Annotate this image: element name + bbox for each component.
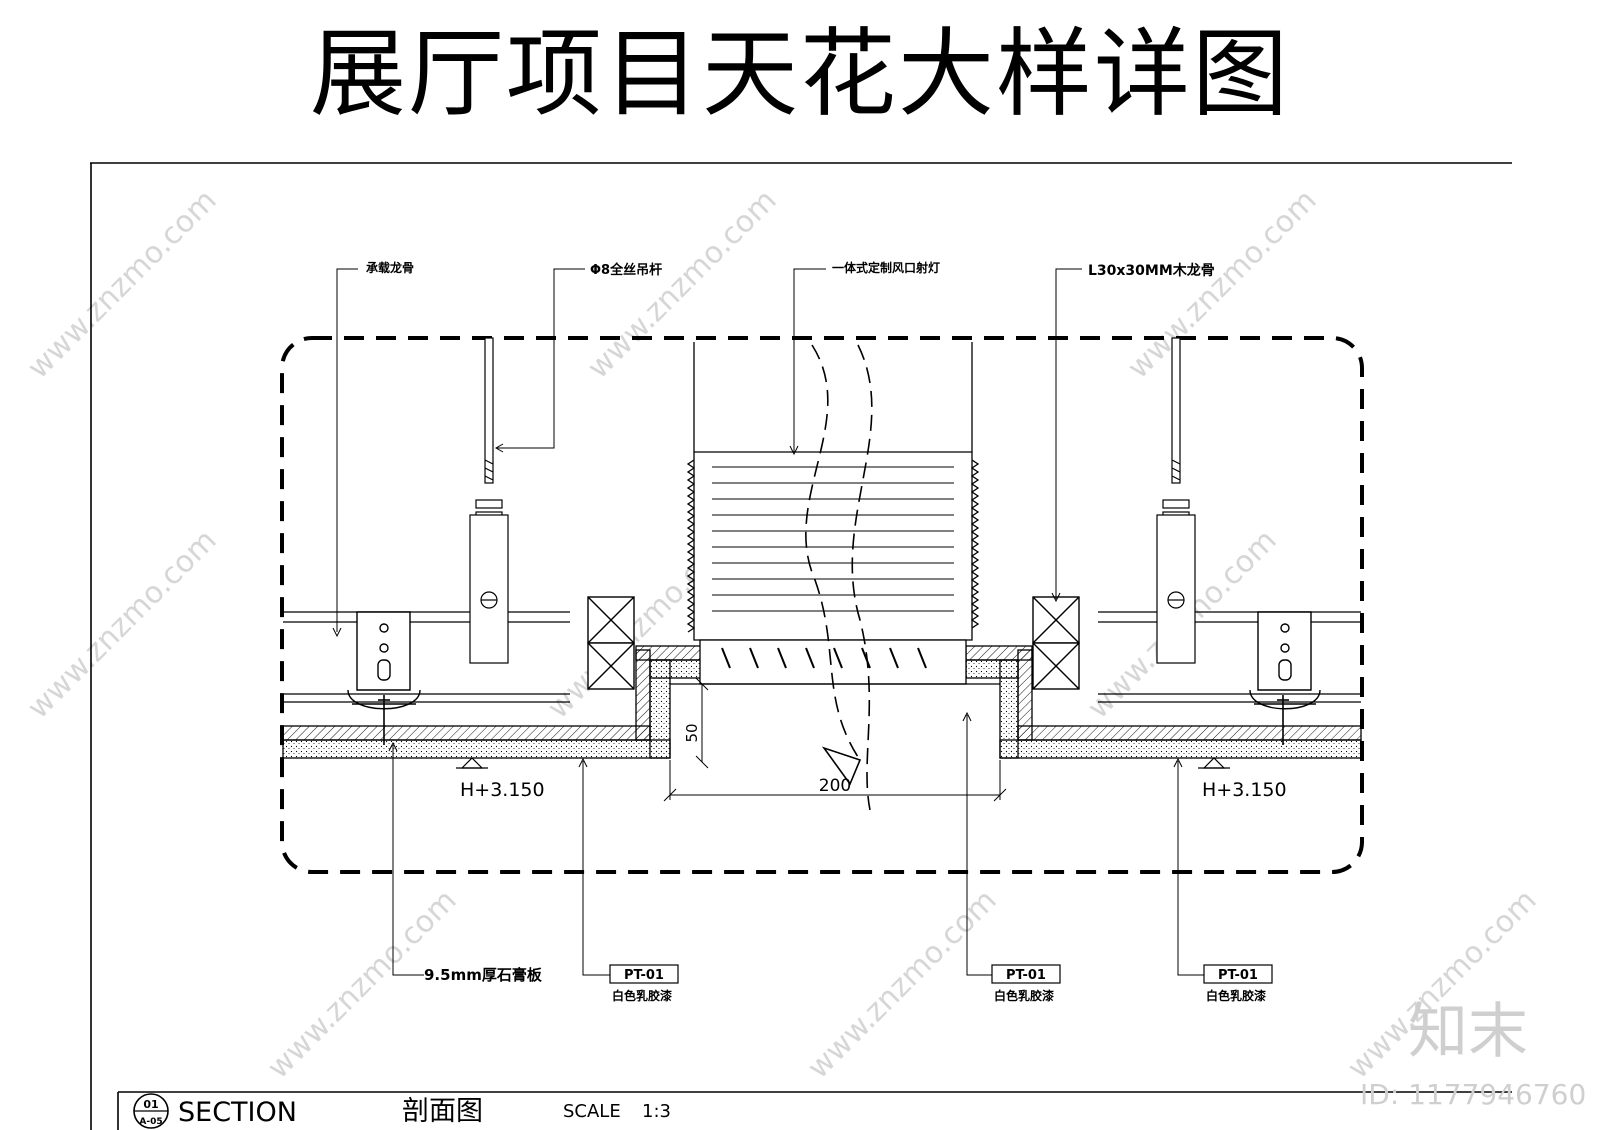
callout-batten: L30x30MM木龙骨 — [1088, 262, 1215, 279]
callout-rod: Φ8全丝吊杆 — [590, 262, 662, 278]
detail-number: 01 — [143, 1098, 158, 1111]
dimension-slot-depth-text: 50 — [683, 723, 701, 742]
level-text-left: H+3.150 — [460, 779, 545, 801]
level-text-right: H+3.150 — [1202, 779, 1287, 801]
level-marker-right — [1198, 757, 1230, 769]
watermark-site: www.znzmo.com — [21, 523, 224, 726]
watermark-site: www.znzmo.com — [581, 183, 784, 386]
watermark-site: www.znzmo.com — [21, 183, 224, 386]
callout-main-runner: 承载龙骨 — [366, 260, 414, 275]
paint-tag-1: PT-01 白色乳胶漆 — [609, 964, 679, 1003]
watermark-site: www.znzmo.com — [261, 883, 464, 1086]
watermark-site: www.znzmo.com — [1121, 183, 1324, 386]
watermark-id: ID: 1177946760 — [1360, 1078, 1586, 1111]
callout-gypsum: 9.5mm厚石膏板 — [424, 966, 543, 984]
paint-name: 白色乳胶漆 — [612, 988, 672, 1003]
drawing-title: 展厅项目天花大样详图 — [310, 18, 1290, 130]
scale-value: 1:3 — [642, 1101, 671, 1122]
watermark-site: www.znzmo.com — [801, 883, 1004, 1086]
paint-tag-2: PT-01 白色乳胶漆 — [991, 964, 1061, 1003]
airflow-arrow — [805, 344, 873, 811]
section-label-en: SECTION — [178, 1097, 297, 1128]
dimension-slot-depth — [695, 677, 709, 769]
detail-boundary — [280, 336, 1364, 874]
scale-label: SCALE — [563, 1101, 621, 1122]
callout-diffuser: 一体式定制风口射灯 — [832, 260, 940, 275]
runner-clip-left — [347, 611, 421, 710]
watermark-brand: 知末 — [1408, 997, 1528, 1067]
paint-code: PT-01 — [1218, 968, 1258, 983]
level-marker-left — [456, 757, 488, 769]
paint-name: 白色乳胶漆 — [994, 988, 1054, 1003]
paint-name: 白色乳胶漆 — [1206, 988, 1266, 1003]
hanger-rod-left — [469, 337, 509, 664]
diffuser-unit — [670, 342, 1000, 685]
gypsum-board — [282, 645, 1362, 759]
paint-code: PT-01 — [624, 968, 664, 983]
hanger-rod-right — [1156, 337, 1196, 664]
wood-batten-right — [1032, 596, 1080, 690]
section-label-cn: 剖面图 — [402, 1096, 483, 1127]
dimension-slot-width — [663, 760, 1007, 802]
sheet-reference: A-05 — [139, 1117, 162, 1127]
paint-code: PT-01 — [1006, 968, 1046, 983]
runner-clip-right — [1249, 611, 1321, 710]
wood-batten-left — [587, 596, 635, 690]
dimension-slot-width-text: 200 — [819, 776, 851, 796]
detail-bubble: 01 A-05 — [133, 1093, 169, 1129]
paint-tag-3: PT-01 白色乳胶漆 — [1203, 964, 1273, 1003]
